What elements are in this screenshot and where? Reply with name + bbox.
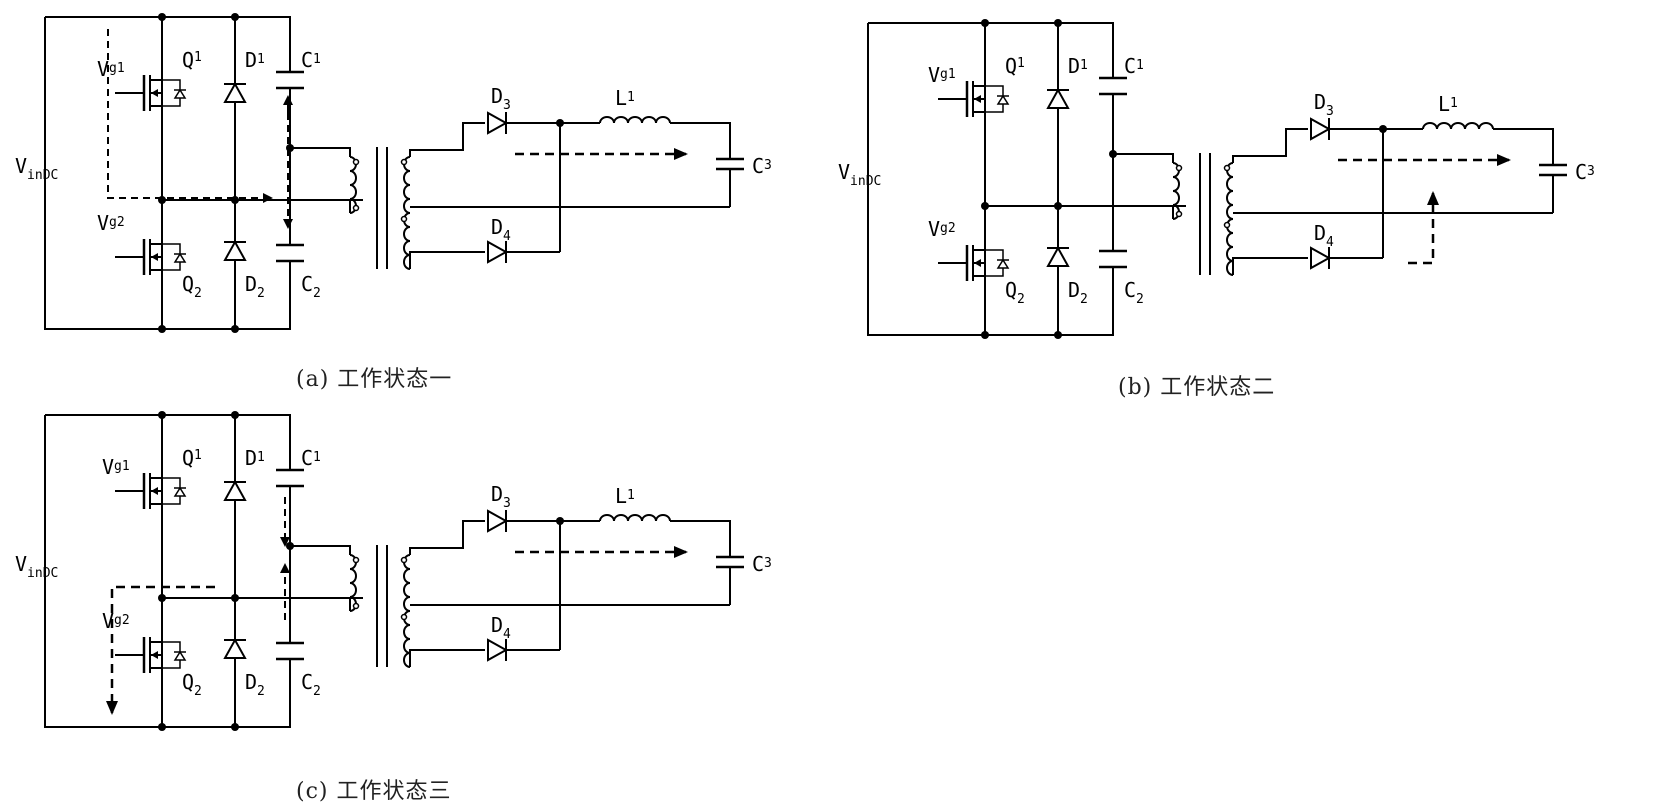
c2-label-c: C2 [301,670,321,699]
vin-label-b: VinDC [838,160,881,189]
d2-label-b: D2 [1068,278,1088,307]
vin-label-c: VinDC [15,552,58,581]
c2-label-a: C2 [301,272,321,301]
c3-label-b: C3 [1575,160,1595,184]
diagram-b: VinDC Vg1 Vg2 Q1 Q2 D1 D2 C1 C2 D3 D4 L1… [838,17,1595,341]
c1-label-b: C1 [1124,54,1144,78]
l1-label-c: L1 [615,484,635,508]
c1-label-c: C1 [301,446,321,470]
l1-label-a: L1 [615,86,635,110]
q1-label-b: Q1 [1005,54,1025,78]
c2-label-b: C2 [1124,278,1144,307]
vg2-label-a: Vg2 [97,211,125,235]
vg2-label-c: Vg2 [102,609,130,633]
vg2-label-b: Vg2 [928,217,956,241]
circuit-a [43,11,746,335]
d1-label-b: D1 [1068,54,1088,78]
circuit-b [866,17,1569,341]
d1-label-a: D1 [245,48,265,72]
current-path-c1 [106,585,215,715]
q2-label-c: Q2 [182,670,202,699]
diagram-a: VinDC Vg1 Vg2 Q1 Q2 D1 D2 C1 C2 D3 D4 L1… [15,11,772,335]
vg1-label-b: Vg1 [928,63,956,87]
caption-b: (b) 工作状态二 [1118,375,1276,400]
diagram-c: VinDC Vg1 Vg2 Q1 Q2 D1 D2 C1 C2 D3 D4 L1… [15,409,772,733]
caption-c: (c) 工作状态三 [296,779,452,804]
vg1-label-c: Vg1 [102,455,130,479]
d4-label-b: D4 [1314,221,1334,250]
vin-label-a: VinDC [15,154,58,183]
d2-label-c: D2 [245,670,265,699]
q2-label-a: Q2 [182,272,202,301]
d1-label-c: D1 [245,446,265,470]
vg1-label-a: Vg1 [97,57,125,81]
d3-label-c: D3 [491,482,511,511]
q1-label-c: Q1 [182,446,202,470]
circuit-c [43,409,746,733]
q1-label-a: Q1 [182,48,202,72]
d3-label-b: D3 [1314,90,1334,119]
d4-label-c: D4 [491,613,511,642]
current-path-b2 [1408,191,1439,265]
c3-label-a: C3 [752,154,772,178]
c3-label-c: C3 [752,552,772,576]
d4-label-a: D4 [491,215,511,244]
l1-label-b: L1 [1438,92,1458,116]
d2-label-a: D2 [245,272,265,301]
caption-a: (a) 工作状态一 [296,367,453,392]
current-path-a1 [107,29,273,203]
d3-label-a: D3 [491,84,511,113]
q2-label-b: Q2 [1005,278,1025,307]
c1-label-a: C1 [301,48,321,72]
